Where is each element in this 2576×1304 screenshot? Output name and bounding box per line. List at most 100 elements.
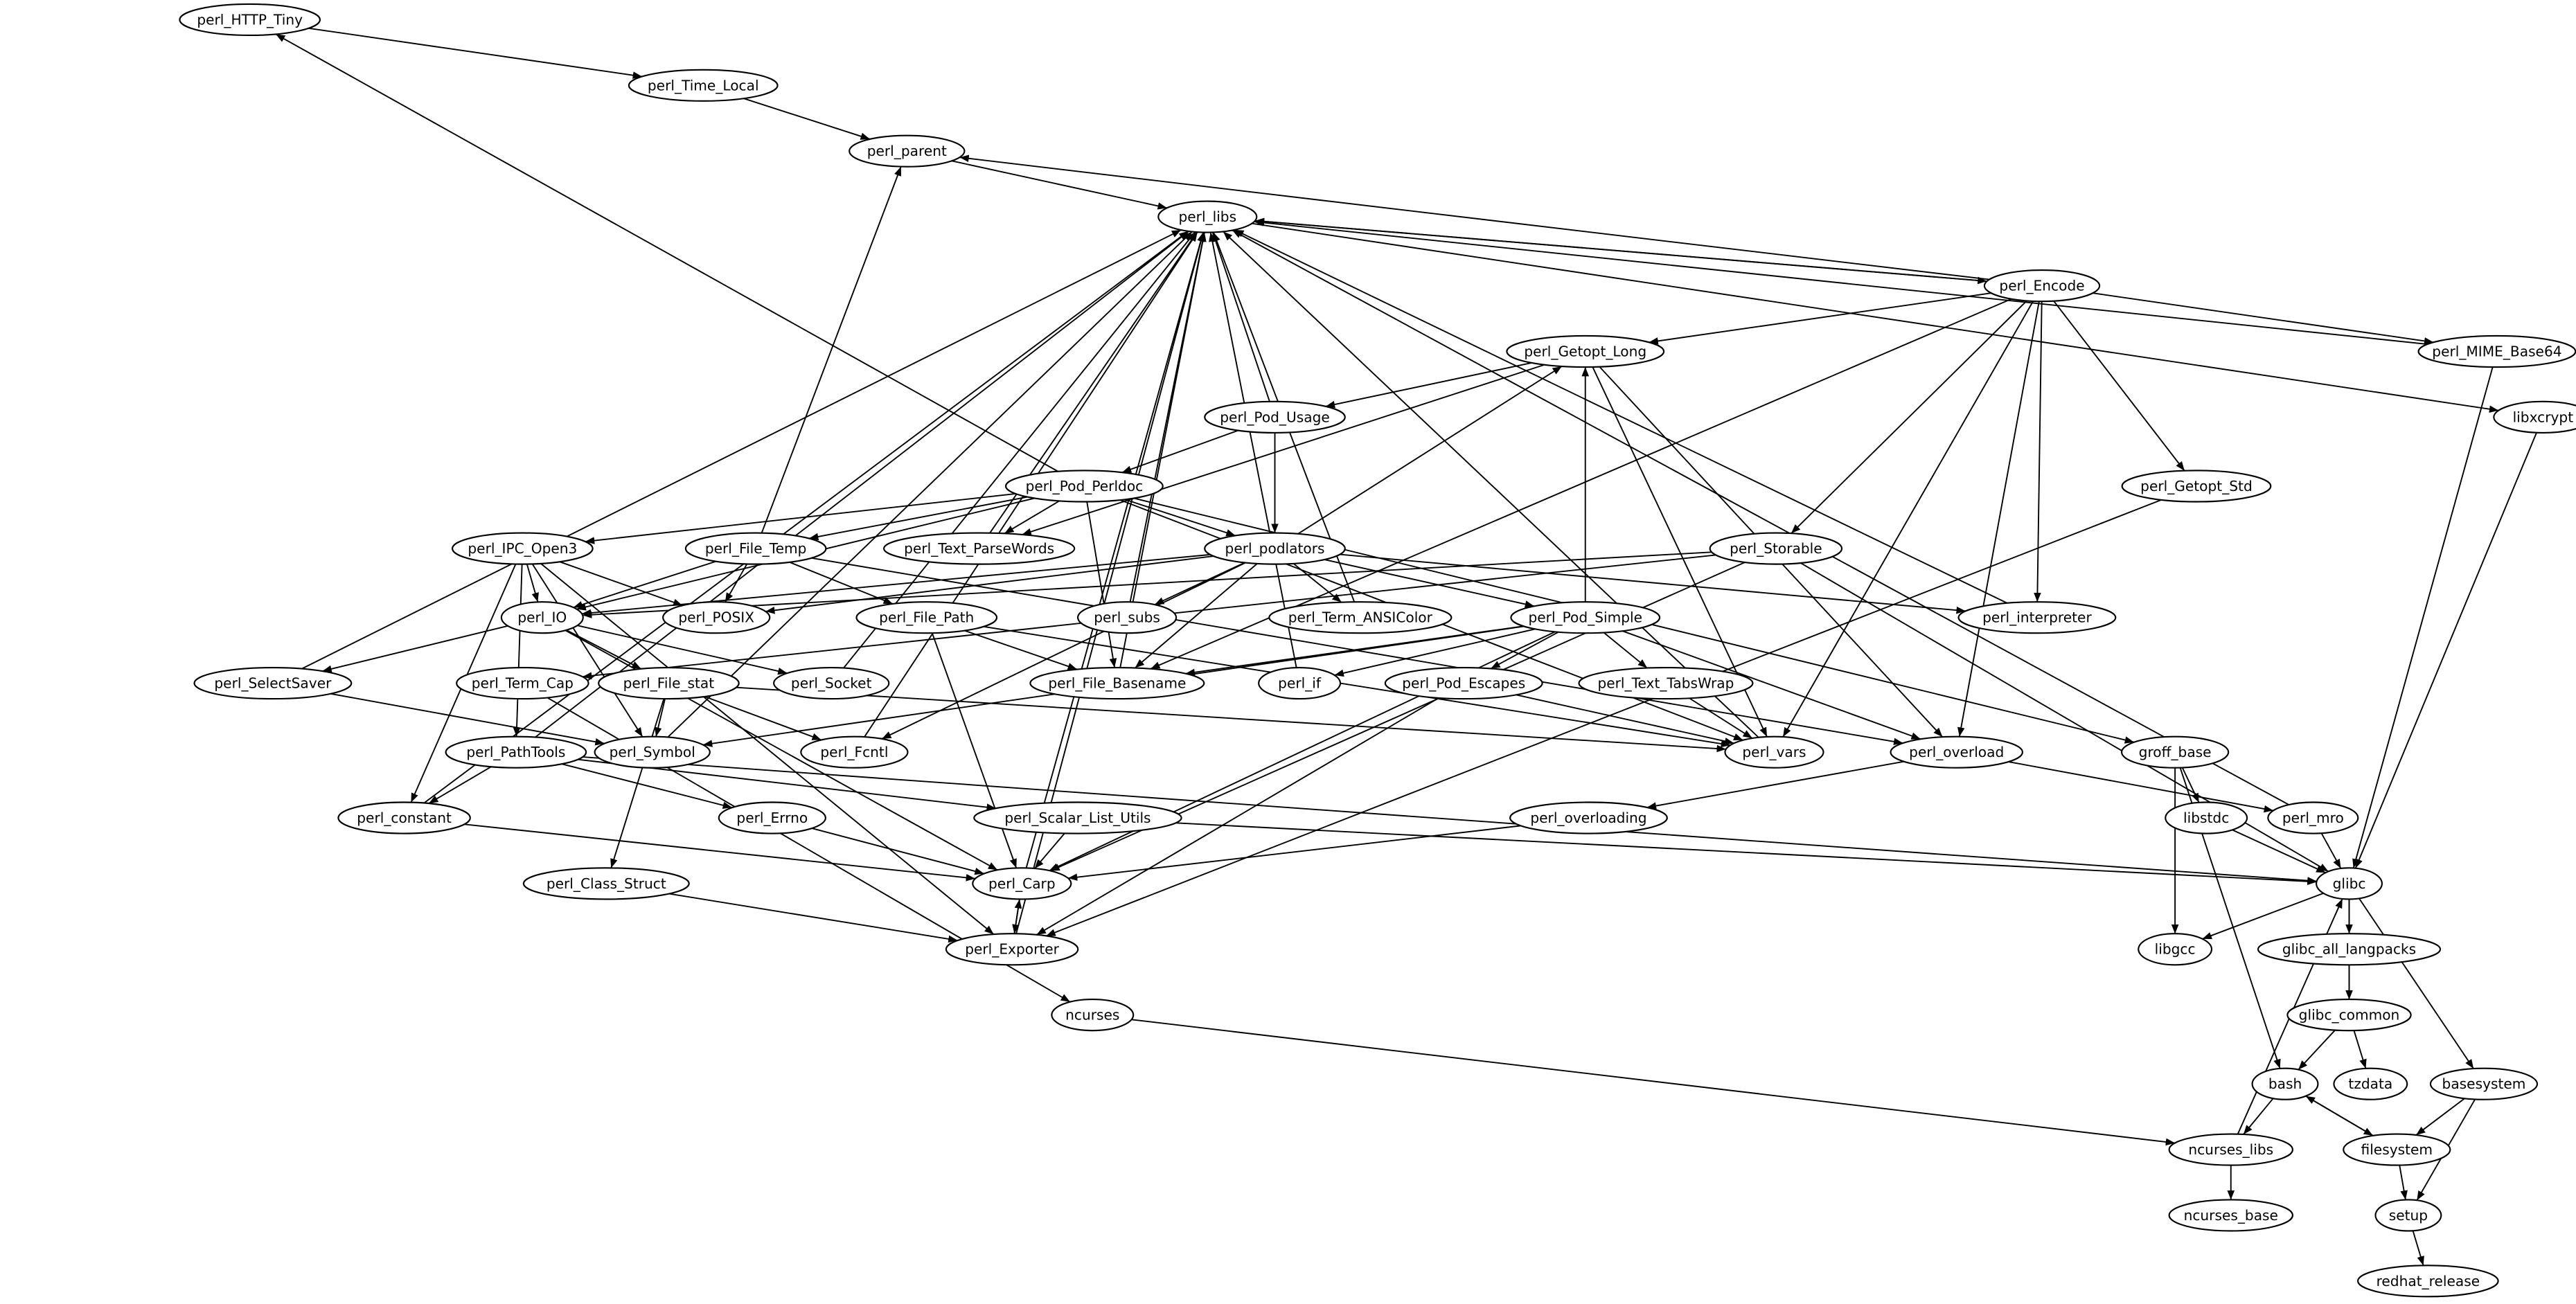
edge-glibc_common-to-bash (2298, 1029, 2336, 1071)
edge-perl_Getopt_Std-to-perl_Exporter (1046, 499, 2162, 937)
node-perl_IPC_Open3[interactable] (452, 532, 594, 565)
node-glibc_all_langpacks[interactable] (2257, 933, 2442, 966)
edge-perl_MIME_Base64-to-perl_libs (1254, 219, 2428, 345)
node-label: glibc_all_langpacks (2282, 941, 2416, 958)
edge-perl_Getopt_Long-to-perl_Pod_Usage (1325, 362, 1532, 409)
node-perl_PathTools[interactable] (445, 735, 587, 769)
node-label: perl_File_Temp (705, 540, 807, 557)
node-perl_Class_Struct[interactable] (522, 867, 690, 900)
node-bash[interactable] (2251, 1067, 2319, 1100)
node-label: libgcc (2155, 941, 2196, 958)
node-label: perl_Text_ParseWords (904, 540, 1054, 557)
node-setup[interactable] (2374, 1199, 2442, 1232)
edge-perl_podlators-to-perl_POSIX (765, 555, 1214, 614)
node-perl_Term_ANSIColor[interactable] (1268, 601, 1453, 634)
node-perl_Storable[interactable] (1709, 532, 1843, 565)
node-ncurses_base[interactable] (2168, 1199, 2293, 1232)
edge-perl_PathTools-to-perl_constant (428, 766, 492, 804)
edge-perl_Storable-to-perl_IO (583, 551, 1712, 618)
node-perl_Errno[interactable] (718, 801, 826, 834)
edge-perl_File_stat-to-perl_Fcntl (704, 696, 822, 741)
node-perl_File_Basename[interactable] (1029, 666, 1205, 700)
node-label: libxcrypt (2513, 409, 2574, 425)
node-perl_Pod_Perldoc[interactable] (1005, 470, 1164, 503)
node-label: perl_Term_ANSIColor (1288, 609, 1433, 626)
edge-libxcrypt-to-glibc (2354, 432, 2537, 869)
node-perl_Text_TabsWrap[interactable] (1578, 666, 1754, 700)
node-perl_IO[interactable] (500, 601, 584, 634)
node-perl_SelectSaver[interactable] (193, 666, 353, 700)
node-perl_Text_ParseWords[interactable] (883, 532, 1076, 565)
edge-perl_IPC_Open3-to-perl_IO (526, 564, 539, 602)
node-perl_subs[interactable] (1076, 601, 1178, 634)
node-perl_Pod_Escapes[interactable] (1384, 666, 1543, 700)
node-label: ncurses (1065, 1007, 1119, 1024)
node-perl_podlators[interactable] (1204, 532, 1346, 565)
node-label: perl_Fcntl (820, 744, 888, 760)
node-filesystem[interactable] (2343, 1133, 2451, 1166)
node-perl_File_Path[interactable] (855, 601, 998, 634)
node-groff_base[interactable] (2120, 735, 2230, 769)
node-perl_File_stat[interactable] (598, 666, 740, 700)
node-redhat_release[interactable] (2357, 1265, 2499, 1298)
node-shapes-layer (179, 3, 2576, 1298)
node-perl_Scalar_List_Utils[interactable] (973, 801, 1182, 834)
node-perl_MIME_Base64[interactable] (2417, 334, 2576, 368)
node-perl_Exporter[interactable] (945, 933, 1079, 966)
node-label: perl_libs (1178, 208, 1236, 225)
node-glibc_common[interactable] (2286, 999, 2412, 1032)
edge-perl_PathTools-to-perl_libs (535, 231, 1189, 738)
edge-perl_Text_TabsWrap-to-perl_vars (1689, 697, 1753, 739)
node-libxcrypt[interactable] (2493, 400, 2576, 434)
edge-perl_File_stat-to-perl_vars (736, 686, 1726, 753)
edge-perl_vars-to-perl_libs (1223, 231, 1759, 738)
node-libstdc[interactable] (2165, 801, 2248, 834)
node-libgcc[interactable] (2138, 933, 2213, 966)
node-perl_interpreter[interactable] (1957, 601, 2117, 634)
node-perl_Term_Cap[interactable] (456, 666, 589, 700)
node-perl_Time_Local[interactable] (628, 69, 779, 102)
node-perl_Encode[interactable] (1983, 269, 2101, 303)
node-perl_Carp[interactable] (972, 867, 1072, 900)
edge-glibc-to-libgcc (2202, 893, 2324, 940)
edge-perl_podlators-to-perl_Getopt_Long (1297, 366, 1563, 535)
node-perl_Pod_Usage[interactable] (1204, 400, 1346, 434)
node-perl_File_Temp[interactable] (684, 532, 827, 565)
edge-perl_Pod_Perldoc-to-perl_HTTP_Tiny (275, 33, 1058, 472)
node-perl_libs[interactable] (1157, 200, 1258, 233)
node-perl_parent[interactable] (849, 134, 966, 168)
node-perl_Socket[interactable] (773, 666, 890, 700)
node-perl_constant[interactable] (337, 801, 471, 834)
edge-setup-to-redhat_release (2412, 1230, 2424, 1266)
node-label: perl_File_Path (879, 609, 974, 626)
node-tzdata[interactable] (2333, 1067, 2408, 1100)
edge-perl_podlators-to-perl_subs (1154, 562, 1245, 605)
node-perl_POSIX[interactable] (662, 601, 771, 634)
node-label: glibc (2333, 875, 2366, 892)
node-glibc[interactable] (2316, 867, 2383, 900)
edge-perl_File_Basename-to-perl_libs (1119, 232, 1207, 668)
node-perl_Getopt_Std[interactable] (2121, 470, 2272, 503)
edge-perl_IO-to-perl_Socket (577, 625, 788, 675)
node-perl_Fcntl[interactable] (800, 735, 909, 769)
node-perl_mro[interactable] (2267, 801, 2359, 834)
node-perl_if[interactable] (1258, 666, 1342, 700)
node-perl_overload[interactable] (1890, 735, 2023, 769)
node-perl_overloading[interactable] (1509, 801, 1668, 834)
node-basesystem[interactable] (2429, 1067, 2539, 1100)
node-ncurses[interactable] (1051, 999, 1135, 1032)
node-perl_vars[interactable] (1724, 735, 1824, 769)
node-perl_Getopt_Long[interactable] (1506, 334, 1665, 368)
node-ncurses_libs[interactable] (2168, 1133, 2293, 1166)
node-perl_Symbol[interactable] (594, 735, 711, 769)
edge-glibc-to-basesystem (2359, 897, 2474, 1069)
edge-perl_File_Temp-to-perl_overload (811, 557, 1903, 746)
edge-perl_Pod_Simple-to-perl_overload (1622, 630, 1921, 740)
edge-perl_parent-to-perl_libs (951, 160, 1168, 210)
node-perl_Pod_Simple[interactable] (1510, 601, 1661, 634)
node-label: perl_vars (1742, 744, 1806, 760)
edge-perl_File_Temp-to-perl_POSIX (725, 563, 748, 602)
edge-perl_podlators-to-perl_interpreter (1340, 553, 1966, 614)
node-label: filesystem (2361, 1141, 2433, 1158)
node-perl_HTTP_Tiny[interactable] (179, 3, 321, 37)
